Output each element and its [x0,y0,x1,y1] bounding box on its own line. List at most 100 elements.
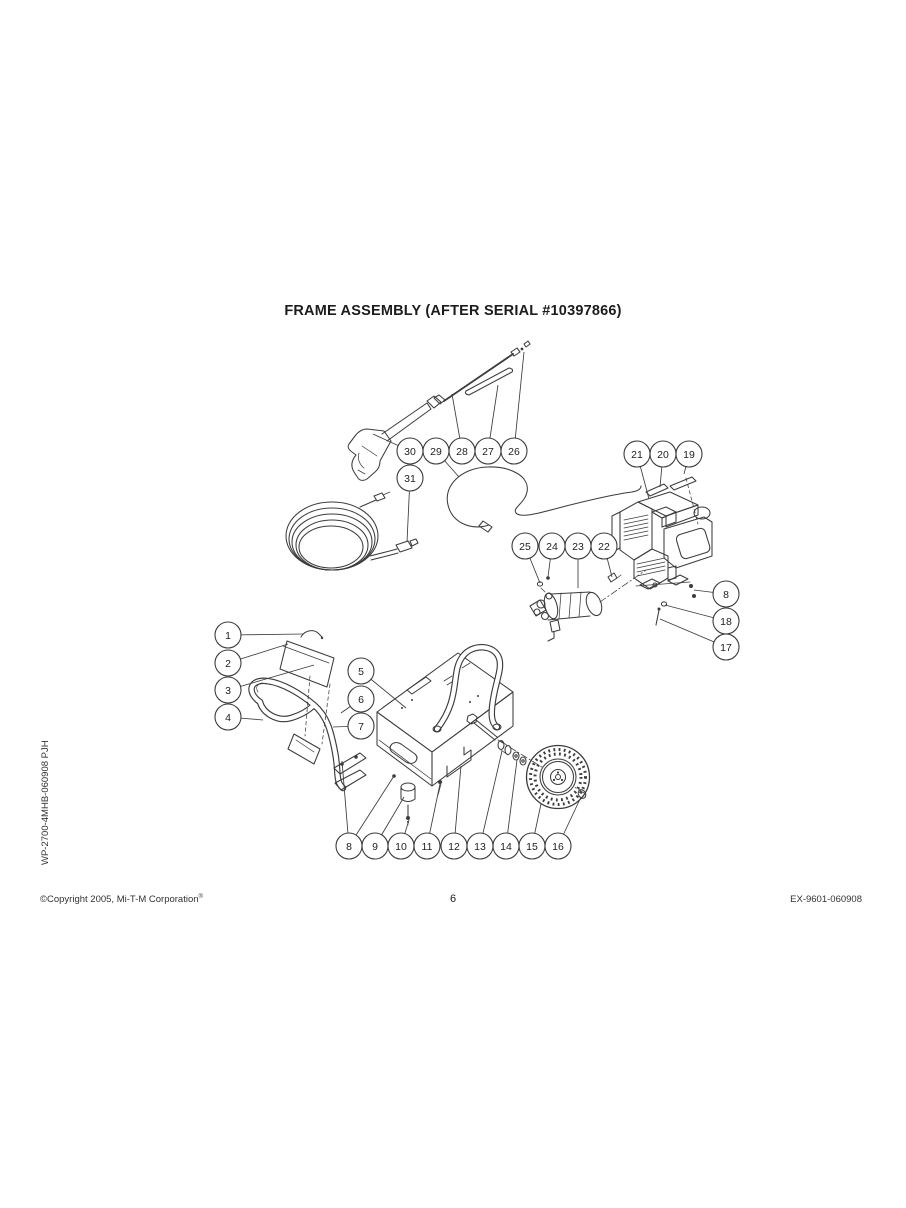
svg-text:26: 26 [508,446,520,458]
svg-text:20: 20 [657,449,669,461]
page-number: 6 [449,893,457,905]
svg-text:17: 17 [720,642,732,654]
leader-line-8 [348,775,395,847]
callout-13: 13 [466,832,494,860]
loop-handle [432,644,504,733]
svg-text:7: 7 [358,721,364,733]
axle-assembly [466,713,585,794]
decal-plate [279,640,335,688]
callout-19: 19 [675,440,703,468]
svg-text:8: 8 [723,589,729,601]
callout-15: 15 [518,832,546,860]
svg-text:22: 22 [598,541,610,553]
svg-text:29: 29 [430,446,442,458]
callout-11: 11 [413,832,441,860]
registered-mark: ® [198,894,203,900]
document-code: EX-9601-060908 [790,894,862,905]
engine [611,491,713,590]
svg-text:14: 14 [500,841,512,853]
deck-bracket-12 [446,746,472,778]
svg-text:8: 8 [346,841,352,853]
svg-text:16: 16 [552,841,564,853]
svg-text:10: 10 [395,841,407,853]
svg-text:4: 4 [225,712,231,724]
callout-29: 29 [422,437,450,465]
leader-line-13 [479,750,503,847]
svg-text:1: 1 [225,630,231,642]
callout-20: 20 [649,440,677,468]
leader-line-26 [513,351,525,452]
svg-text:28: 28 [456,446,468,458]
pump-bolt-22 [607,572,622,583]
callout-17: 17 [712,633,740,661]
callout-24: 24 [538,532,566,560]
svg-text:11: 11 [422,841,433,853]
frame-deck [376,652,514,787]
callout-10: 10 [387,832,415,860]
spray-gun-assembly [347,394,446,481]
svg-text:25: 25 [519,541,531,553]
nozzle-tip [520,340,531,351]
pressure-hose-coil [285,491,419,571]
callout-21: 21 [623,440,651,468]
callout-12: 12 [440,832,468,860]
page-title: FRAME ASSEMBLY (AFTER SERIAL #10397866) [284,303,622,319]
svg-text:27: 27 [482,446,494,458]
callout-23: 23 [564,532,592,560]
callout-28: 28 [448,437,476,465]
svg-text:21: 21 [631,449,643,461]
svg-text:9: 9 [372,841,378,853]
hub-cap-16 [577,789,587,799]
chemical-hose [446,466,642,533]
leader-line-3 [227,664,315,691]
svg-text:2: 2 [225,658,231,670]
callout-30: 30 [396,437,424,465]
callout-2: 2 [214,649,242,677]
pump-shaft-axis [599,569,647,603]
wheel [525,744,591,810]
callout-8: 8 [335,832,363,860]
callout-16: 16 [544,832,572,860]
callout-7: 7 [347,712,375,740]
callout-31: 31 [396,464,424,492]
callout-9: 9 [361,832,389,860]
callout-27: 27 [474,437,502,465]
svg-text:19: 19 [683,449,695,461]
lance-wand [443,347,521,402]
engine-key-plates [645,476,699,525]
tie-rod-1 [300,630,324,640]
callout-6: 6 [347,685,375,713]
callout-26: 26 [500,437,528,465]
leader-line-14 [505,759,518,847]
callout-18: 18 [712,607,740,635]
svg-text:24: 24 [546,541,558,553]
copyright-label: ©Copyright 2005, Mi-T-M Corporation [40,894,199,906]
engine-mount-hardware [655,584,696,626]
callout-25: 25 [511,532,539,560]
copyright-text: ©Copyright 2005, Mi-T-M Corporation® [40,894,203,905]
svg-text:15: 15 [526,841,538,853]
callout-1: 1 [214,621,242,649]
pump [529,587,603,642]
vibration-foot [400,782,416,826]
push-handle [248,675,367,792]
callout-3: 3 [214,676,242,704]
svg-text:12: 12 [448,841,460,853]
svg-text:30: 30 [404,446,416,458]
callout-5: 5 [347,657,375,685]
callout-22: 22 [590,532,618,560]
svg-text:5: 5 [358,666,364,678]
leader-lines-layer [227,351,727,847]
svg-text:6: 6 [358,694,364,706]
callout-14: 14 [492,832,520,860]
svg-text:13: 13 [474,841,486,853]
svg-text:31: 31 [404,473,416,485]
nozzle-tube-27 [464,367,514,396]
svg-text:3: 3 [225,685,231,697]
svg-text:23: 23 [572,541,584,553]
leader-line-8 [341,760,350,847]
callout-4: 4 [214,703,242,731]
